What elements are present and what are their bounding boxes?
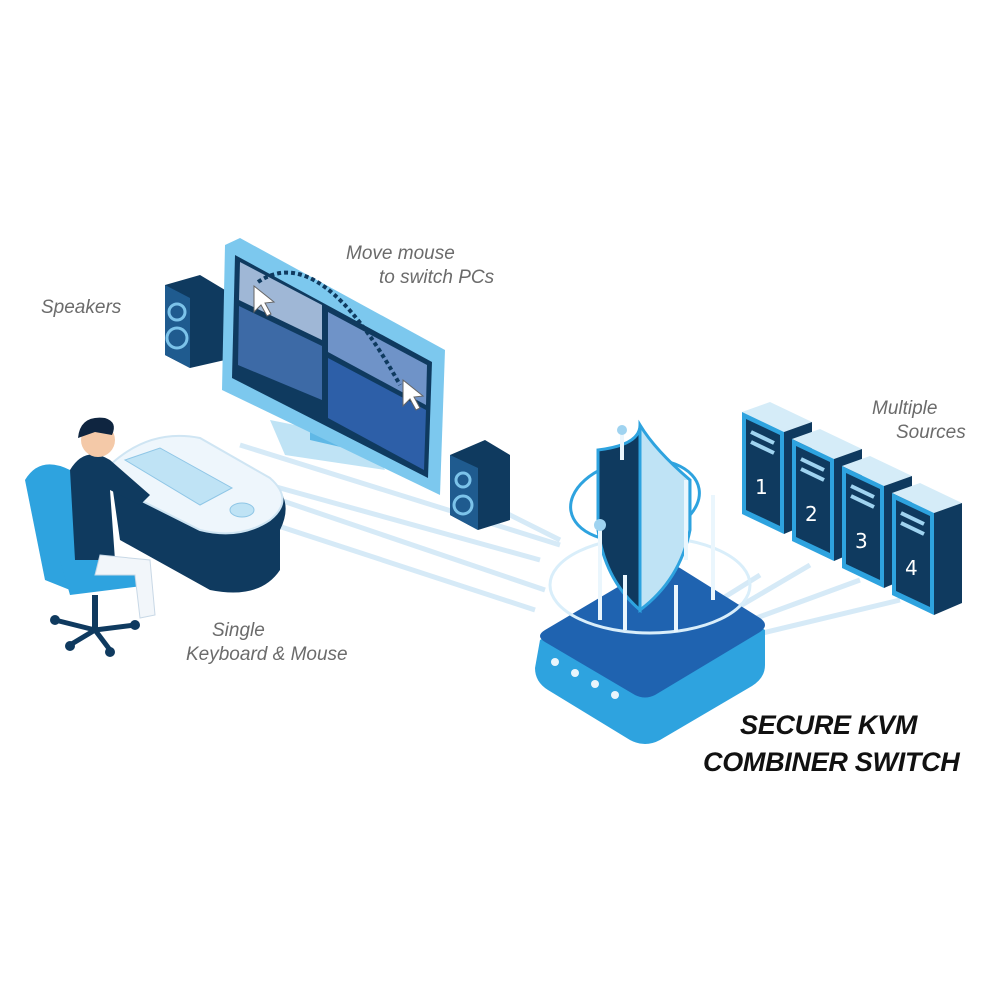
cables [214, 442, 901, 639]
cursor-icon [402, 378, 425, 411]
input-label-line1: Single [212, 620, 265, 641]
screen-pane-3 [238, 306, 322, 400]
right-speaker [450, 440, 510, 530]
screen-pane-4 [328, 358, 426, 470]
speakers-label: Speakers [41, 297, 122, 318]
status-leds [551, 658, 619, 699]
server-number: 2 [805, 502, 818, 526]
server-number: 4 [905, 556, 918, 580]
keyboard [123, 447, 234, 506]
title-line2: COMBINER SWITCH [703, 747, 960, 777]
kvm-switch [535, 419, 765, 744]
sources-label-line1: Multiple [872, 398, 938, 419]
move-mouse-label-line2: to switch PCs [379, 267, 495, 288]
desk [108, 434, 286, 593]
mouse [229, 502, 255, 518]
servers: 1 2 3 4 [742, 402, 962, 615]
server-4: 4 [892, 483, 962, 615]
left-speaker [165, 275, 225, 368]
input-label-line2: Keyboard & Mouse [186, 644, 348, 665]
server-number: 1 [755, 475, 768, 499]
screen-pane-2 [328, 312, 427, 405]
title-line1: SECURE KVM [740, 710, 918, 740]
move-mouse-label-line1: Move mouse [346, 243, 455, 264]
cursor-icon [253, 284, 276, 317]
person-at-desk [25, 417, 156, 657]
shield-icon [596, 419, 692, 614]
switch-arc [256, 270, 402, 386]
server-number: 3 [855, 529, 868, 553]
sources-label-line2: Sources [896, 422, 966, 443]
monitor [222, 238, 445, 495]
